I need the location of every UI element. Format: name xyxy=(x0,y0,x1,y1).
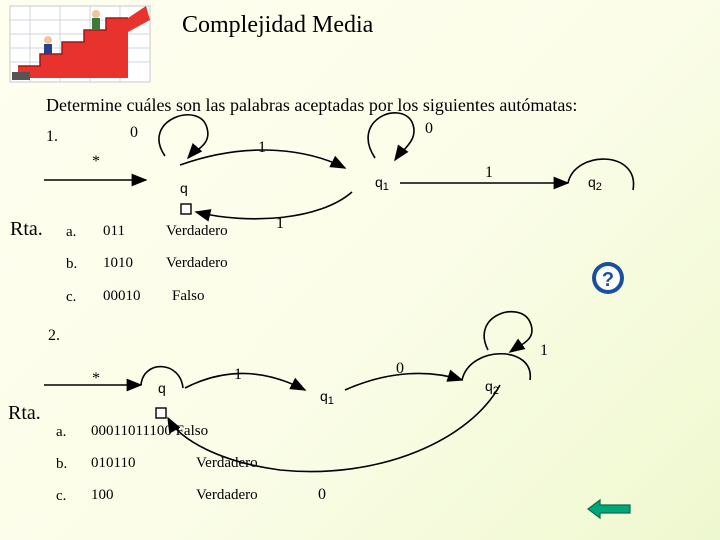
ex2-loop-q2 xyxy=(484,312,532,352)
ex2-answer-a-letter: a. xyxy=(56,424,66,441)
ex2-answer-c-result: Verdadero xyxy=(196,487,258,504)
ex2-q2-arc xyxy=(462,354,530,380)
ex2-answer-b-result: Verdadero xyxy=(196,455,258,472)
back-arrow-icon[interactable] xyxy=(586,498,632,520)
ex2-label-loop-q2: 1 xyxy=(540,342,548,360)
ex2-state-q1: q1 xyxy=(320,388,334,407)
ex2-answer-c-letter: c. xyxy=(56,488,66,505)
ex2-state-q2: q2 xyxy=(485,378,499,397)
ex2-edge-q-q1 xyxy=(185,373,305,390)
ex2-state-marker xyxy=(156,408,166,418)
ex2-answer-a-word: 00011011100 Falso xyxy=(91,423,208,440)
ex2-state-q: q xyxy=(158,380,166,396)
ex2-answer-b-word: 010110 xyxy=(91,455,135,472)
ex2-label-q2-q: 0 xyxy=(318,486,326,504)
ex2-answer-b-letter: b. xyxy=(56,456,67,473)
ex2-start-star: * xyxy=(92,370,100,388)
ex2-answer-c-word: 100 xyxy=(91,487,114,504)
ex2-rta-label: Rta. xyxy=(8,402,41,425)
ex2-label-q-q1: 1 xyxy=(234,366,242,384)
ex2-number: 2. xyxy=(48,327,60,345)
ex2-label-q1-q2: 0 xyxy=(396,360,404,378)
